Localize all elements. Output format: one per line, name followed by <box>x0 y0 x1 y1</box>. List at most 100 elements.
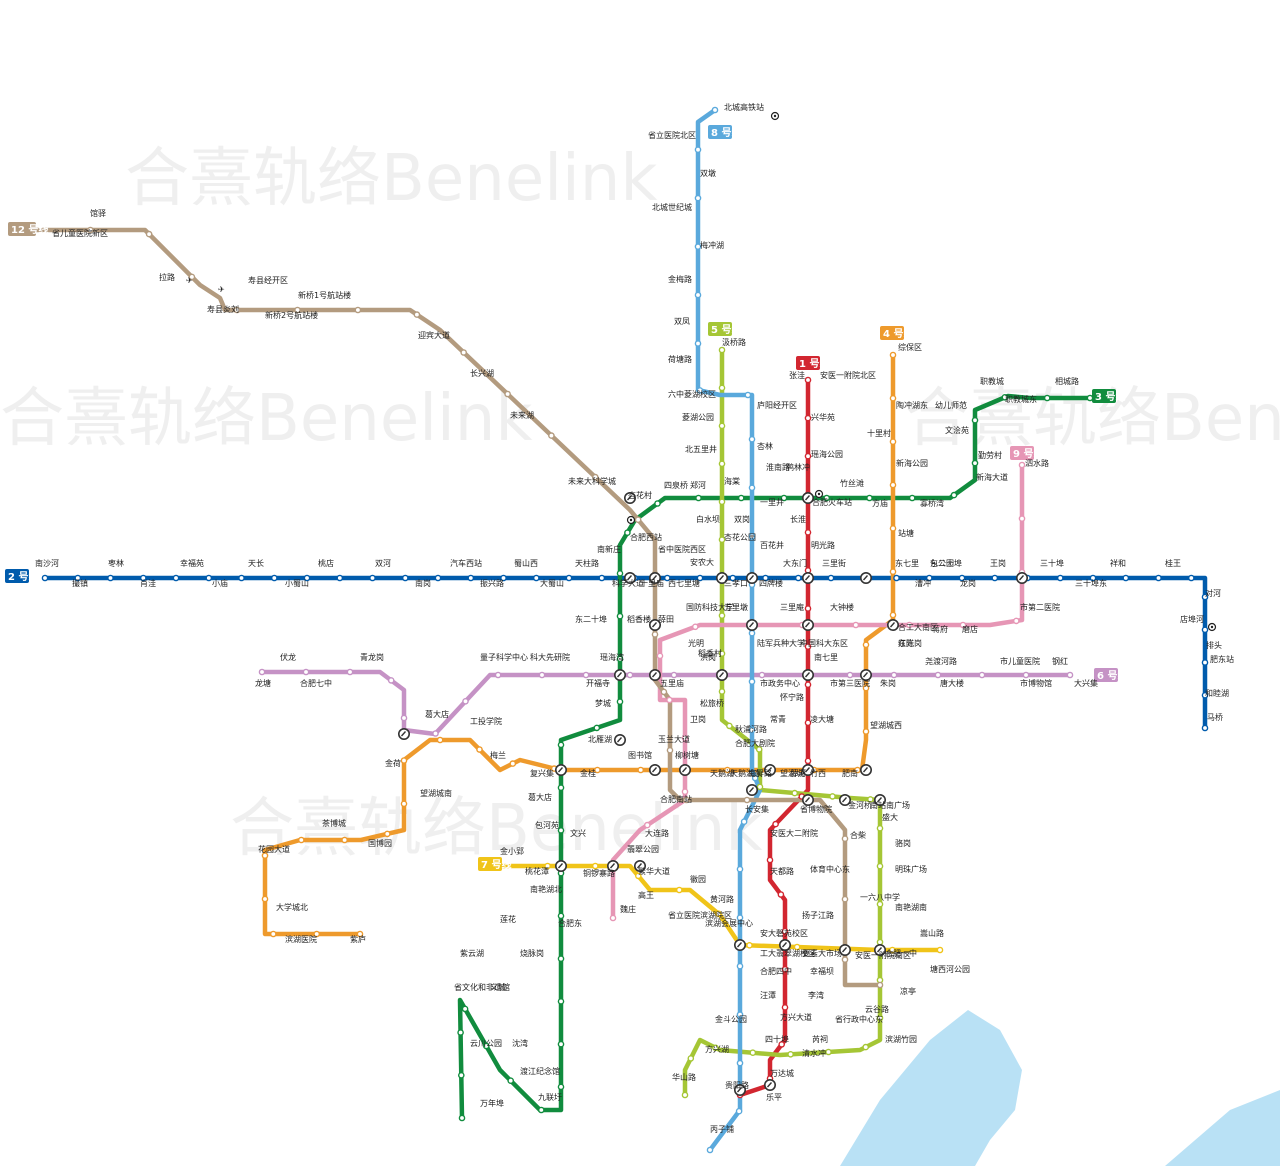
station-label[interactable]: 盛大 <box>882 812 898 822</box>
interchange-icon[interactable] <box>745 618 758 631</box>
station-label[interactable]: 洪岗 <box>700 652 716 662</box>
interchange-icon[interactable] <box>763 763 776 776</box>
station-marker[interactable] <box>893 574 900 582</box>
station-label[interactable]: 天鹅湖 <box>710 768 734 778</box>
station-marker[interactable] <box>303 574 311 582</box>
station-label[interactable]: 凉亭 <box>900 986 916 996</box>
station-marker[interactable] <box>729 574 737 582</box>
station-marker[interactable] <box>751 774 759 782</box>
station-marker[interactable] <box>829 793 836 800</box>
station-marker[interactable] <box>736 962 744 970</box>
station-label[interactable]: 小庙 <box>212 578 228 588</box>
station-label[interactable]: 大兴集 <box>1074 678 1098 688</box>
station-marker[interactable] <box>1201 692 1209 699</box>
station-marker[interactable] <box>1155 574 1162 582</box>
station-marker[interactable] <box>462 698 469 705</box>
line-8-badge[interactable]: 8 号线 <box>708 125 741 139</box>
station-marker[interactable] <box>616 612 624 620</box>
station-label[interactable]: 新桥1号航站楼 <box>298 290 351 300</box>
station-label[interactable]: 芮祠 <box>812 1034 828 1044</box>
station-marker[interactable] <box>718 688 726 695</box>
station-marker[interactable] <box>476 746 483 753</box>
station-label[interactable]: 李湾 <box>808 990 824 1000</box>
station-label[interactable]: 市儿童医院 <box>1000 656 1040 666</box>
station-label[interactable]: 兴华苑 <box>811 412 835 422</box>
station-label[interactable]: 双墩 <box>700 168 716 178</box>
station-marker[interactable] <box>862 728 870 735</box>
interchange-icon[interactable] <box>886 618 899 631</box>
station-label[interactable]: 海棠 <box>724 476 740 486</box>
station-marker[interactable] <box>139 574 147 582</box>
station-label[interactable]: 工大翡翠湖校区 <box>760 948 816 958</box>
station-marker[interactable] <box>876 981 884 989</box>
station-marker[interactable] <box>666 747 674 754</box>
station-label[interactable]: 磨店 <box>962 624 978 634</box>
station-marker[interactable] <box>557 998 565 1005</box>
station-marker[interactable] <box>616 570 624 577</box>
station-label[interactable]: 云谷路 <box>865 1004 889 1014</box>
station-marker[interactable] <box>804 414 812 422</box>
station-marker[interactable] <box>676 886 683 894</box>
interchange-icon[interactable] <box>801 793 814 806</box>
station-label[interactable]: 安大磬苑校区 <box>760 928 808 938</box>
station-label[interactable]: 北雁湖 <box>588 735 612 744</box>
station-label[interactable]: 枣林 <box>108 558 124 568</box>
station-marker[interactable] <box>694 146 702 153</box>
station-marker[interactable] <box>889 611 897 619</box>
station-label[interactable]: 安医一附院北区 <box>820 370 876 380</box>
station-marker[interactable] <box>804 757 812 765</box>
station-marker[interactable] <box>862 1043 870 1051</box>
station-marker[interactable] <box>706 1146 714 1154</box>
station-marker[interactable] <box>624 529 631 537</box>
station-marker[interactable] <box>644 821 651 829</box>
station-label[interactable]: 烧脉岗 <box>520 948 544 958</box>
station-label[interactable]: 省文化和非遗馆 <box>454 982 510 992</box>
station-marker[interactable] <box>356 930 364 938</box>
station-label[interactable]: 合肥四中 <box>760 966 792 976</box>
station-marker[interactable] <box>457 1029 464 1036</box>
station-marker[interactable] <box>724 766 731 774</box>
station-label[interactable]: 西七里塘 <box>668 578 700 588</box>
station-label[interactable]: 寿县经开区 <box>248 275 288 285</box>
station-label[interactable]: 肥东站 <box>1210 654 1234 664</box>
station-marker[interactable] <box>637 766 645 774</box>
station-label[interactable]: 稻香村 <box>698 648 722 658</box>
station-marker[interactable] <box>582 671 590 679</box>
station-label[interactable]: 三里庵 <box>780 602 804 612</box>
station-marker[interactable] <box>87 226 94 234</box>
interchange-icon[interactable] <box>873 793 886 806</box>
interchange-icon[interactable] <box>648 763 661 776</box>
station-label[interactable]: 马桥 <box>1207 712 1223 722</box>
station-marker[interactable] <box>683 796 690 804</box>
station-label[interactable]: 拉路 <box>159 272 175 282</box>
station-label[interactable]: 要素大市场 <box>802 948 842 958</box>
interchange-icon[interactable] <box>606 859 619 872</box>
station-label[interactable]: 双岗 <box>734 515 750 524</box>
station-marker[interactable] <box>827 574 835 582</box>
station-marker[interactable] <box>934 671 942 679</box>
station-label[interactable]: 寿县炎刘 <box>207 304 239 314</box>
station-label[interactable]: 唐大楼 <box>940 678 964 688</box>
station-marker[interactable] <box>681 734 689 742</box>
station-marker[interactable] <box>297 836 305 844</box>
station-label[interactable]: 肖洼 <box>140 578 156 588</box>
station-marker[interactable] <box>876 825 884 832</box>
station-marker[interactable] <box>434 574 442 582</box>
station-label[interactable]: 杏花村 <box>628 490 652 500</box>
station-label[interactable]: 安农大 <box>690 557 714 567</box>
station-label[interactable]: 红光 <box>898 638 914 648</box>
station-label[interactable]: 开福寺 <box>586 679 610 688</box>
station-marker[interactable] <box>692 623 699 631</box>
interchange-icon[interactable] <box>648 668 661 681</box>
station-marker[interactable] <box>460 349 468 356</box>
station-label[interactable]: 包公园 <box>930 558 954 568</box>
station-label[interactable]: 科学大道 <box>612 578 644 588</box>
interchange-icon[interactable] <box>733 938 746 951</box>
station-marker[interactable] <box>766 856 774 864</box>
interchange-icon[interactable] <box>633 859 646 872</box>
station-label[interactable]: 郑河 <box>690 480 706 490</box>
station-label[interactable]: 怀宁路 <box>780 692 804 702</box>
station-marker[interactable] <box>500 574 507 582</box>
station-label[interactable]: 滨湖会展中心 <box>705 918 753 928</box>
station-label[interactable]: 东二十埠 <box>930 558 962 568</box>
